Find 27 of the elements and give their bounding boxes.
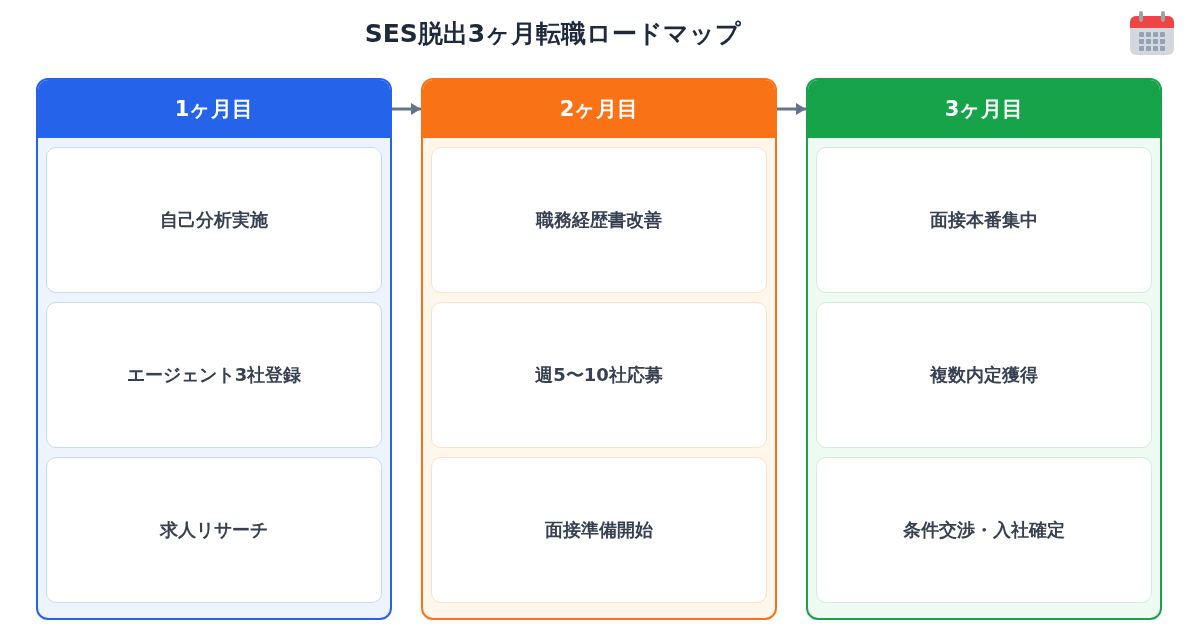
month-label: 2ヶ月目 — [559, 96, 639, 123]
arrow — [392, 103, 421, 115]
task-card — [816, 147, 1152, 293]
task-card — [46, 302, 382, 448]
task-text: 条件交渉・入社確定 — [903, 518, 1065, 542]
month-column — [806, 78, 1162, 620]
task-text: 週5〜10社応募 — [535, 363, 663, 387]
diagram-title: SES脱出3ヶ月転職ロードマップ — [364, 18, 742, 50]
task-card — [431, 302, 767, 448]
task-text: 複数内定獲得 — [930, 363, 1038, 387]
arrow — [777, 103, 806, 115]
month-label: 3ヶ月目 — [944, 96, 1024, 123]
task-card — [431, 457, 767, 603]
task-card — [431, 147, 767, 293]
month-column — [421, 78, 777, 620]
task-card — [46, 457, 382, 603]
task-text: 面接本番集中 — [930, 208, 1038, 232]
month-column — [36, 78, 392, 620]
task-card — [816, 302, 1152, 448]
task-card — [816, 457, 1152, 603]
task-text: 求人リサーチ — [160, 518, 268, 542]
month-label: 1ヶ月目 — [174, 96, 254, 123]
task-text: 面接準備開始 — [545, 518, 653, 542]
task-text: 職務経歴書改善 — [536, 208, 662, 232]
task-text: エージェント3社登録 — [126, 363, 302, 387]
task-text: 自己分析実施 — [160, 208, 268, 232]
task-card — [46, 147, 382, 293]
